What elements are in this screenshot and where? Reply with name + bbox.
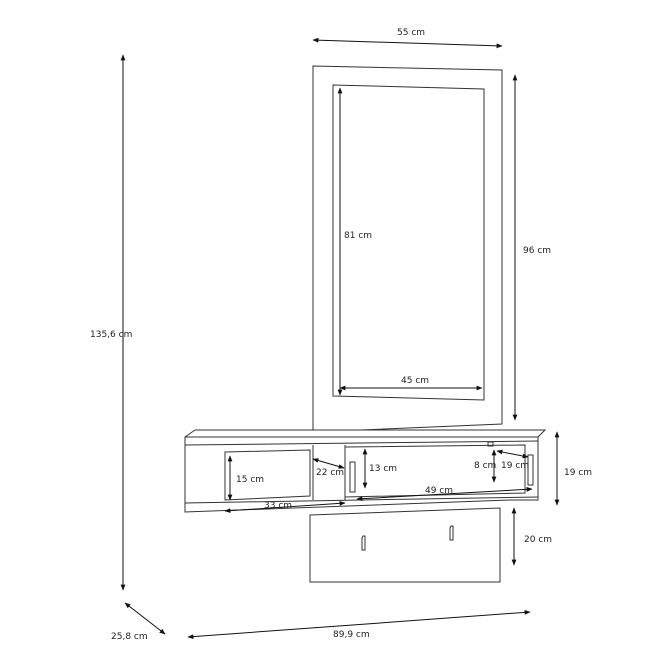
dim-line-mirror-width bbox=[312, 37, 503, 49]
drawer-stop bbox=[487, 441, 494, 447]
label-drawer-inner-height: 13 cm bbox=[369, 464, 397, 474]
label-drawer-width: 49 cm bbox=[425, 486, 453, 496]
label-panel-height: 20 cm bbox=[524, 535, 552, 545]
label-mirror-width: 55 cm bbox=[397, 28, 425, 38]
label-drawer-height: 8 cm bbox=[474, 461, 496, 471]
dim-line-depth bbox=[124, 602, 166, 635]
coat-hook-right bbox=[449, 525, 454, 541]
label-glass-width: 45 cm bbox=[401, 376, 429, 386]
open-compartment bbox=[224, 449, 311, 501]
label-drawer-depth: 19 cm bbox=[501, 461, 529, 471]
mirror-glass bbox=[332, 84, 485, 401]
label-total-width: 89,9 cm bbox=[333, 630, 370, 640]
drawer-runner-right bbox=[527, 454, 534, 486]
dim-line-open-width bbox=[224, 500, 346, 514]
drawer-runner-left bbox=[349, 461, 356, 493]
label-shelf-height: 19 cm bbox=[564, 468, 592, 478]
label-depth: 25,8 cm bbox=[111, 632, 148, 642]
label-total-height: 135,6 cm bbox=[90, 330, 132, 340]
dim-line-total-width bbox=[187, 610, 531, 639]
dim-line-open-depth bbox=[312, 458, 345, 469]
panel-board bbox=[309, 507, 501, 583]
label-open-width: 33 cm bbox=[264, 501, 292, 511]
mirror-frame bbox=[312, 65, 503, 433]
label-open-depth: 22 cm bbox=[316, 468, 344, 478]
dim-line-drawer-depth bbox=[496, 449, 529, 459]
coat-panel bbox=[309, 507, 501, 583]
mirror bbox=[312, 65, 503, 433]
dim-line-drawer-width bbox=[356, 486, 533, 502]
label-mirror-height: 96 cm bbox=[523, 246, 551, 256]
coat-hook-left bbox=[361, 535, 366, 551]
label-glass-height: 81 cm bbox=[344, 231, 372, 241]
label-open-height: 15 cm bbox=[236, 475, 264, 485]
